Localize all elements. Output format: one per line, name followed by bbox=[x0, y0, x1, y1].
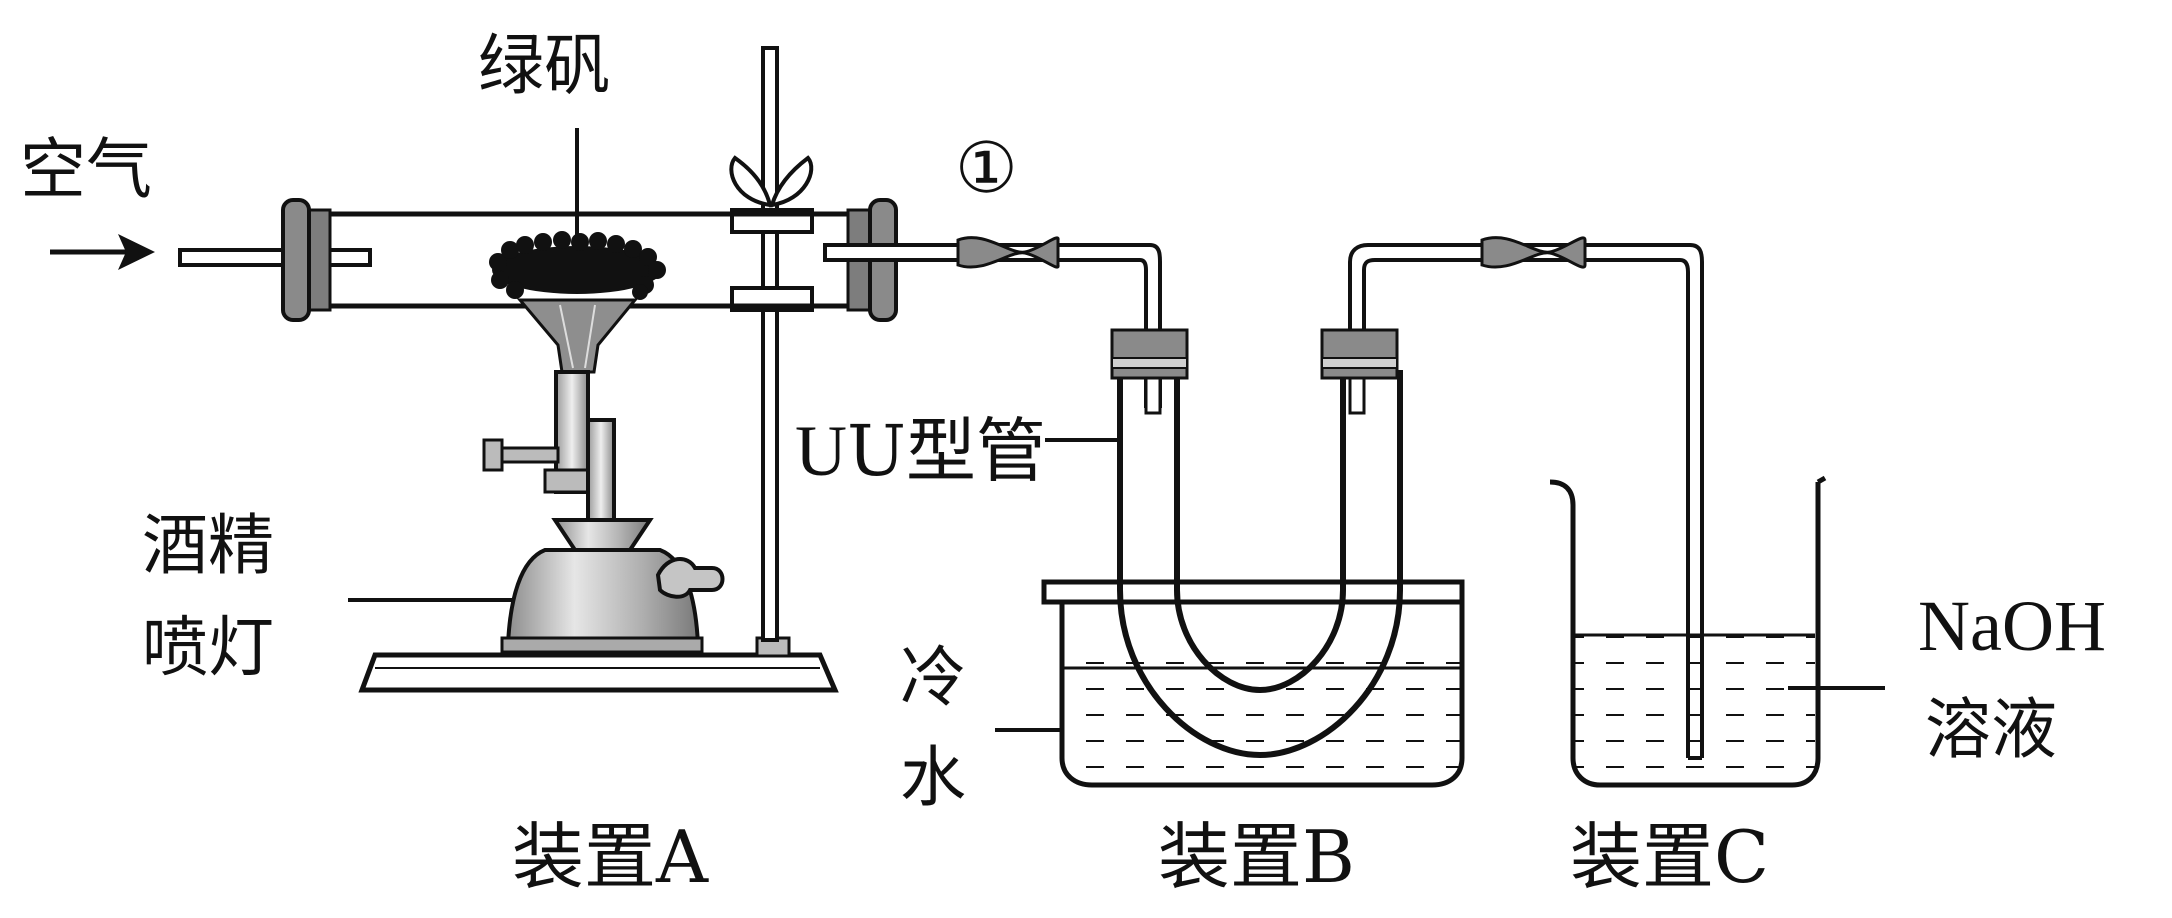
device-b-label: 装置B bbox=[1158, 815, 1355, 899]
rubber-hose-1 bbox=[956, 236, 1060, 269]
naoh-label-line2: 溶液 bbox=[1925, 691, 2057, 768]
air-label: 空气 bbox=[20, 131, 152, 208]
connecting-tube-a-b bbox=[956, 236, 1162, 408]
marker-1-label: ① bbox=[955, 127, 1018, 209]
alcohol-blast-lamp bbox=[482, 298, 725, 654]
u-tube bbox=[1110, 328, 1403, 759]
green-vitriol-label: 绿矾 bbox=[478, 27, 610, 104]
device-a-label: 装置A bbox=[512, 815, 709, 899]
connecting-tube-b-c bbox=[1348, 236, 1704, 760]
u-tube-left-stopper bbox=[1110, 328, 1189, 380]
u-tube-right-stopper bbox=[1320, 328, 1399, 380]
u-tube-label: UU型管 bbox=[795, 410, 1046, 492]
device-c-label: 装置C bbox=[1570, 815, 1769, 899]
green-vitriol-sample bbox=[489, 231, 666, 300]
air-arrow bbox=[50, 234, 155, 270]
cold-water-label-line2: 水 bbox=[900, 739, 966, 816]
lamp-label-line2: 喷灯 bbox=[142, 609, 274, 686]
water-bath bbox=[1041, 579, 1465, 788]
cold-water-label-line1: 冷 bbox=[900, 639, 966, 716]
beaker bbox=[1549, 475, 1827, 788]
naoh-label-line1: NaOH bbox=[1918, 586, 2106, 666]
rubber-hose-2 bbox=[1480, 236, 1587, 269]
lamp-label-line1: 酒精 bbox=[142, 507, 274, 584]
reaction-tube bbox=[178, 198, 977, 322]
